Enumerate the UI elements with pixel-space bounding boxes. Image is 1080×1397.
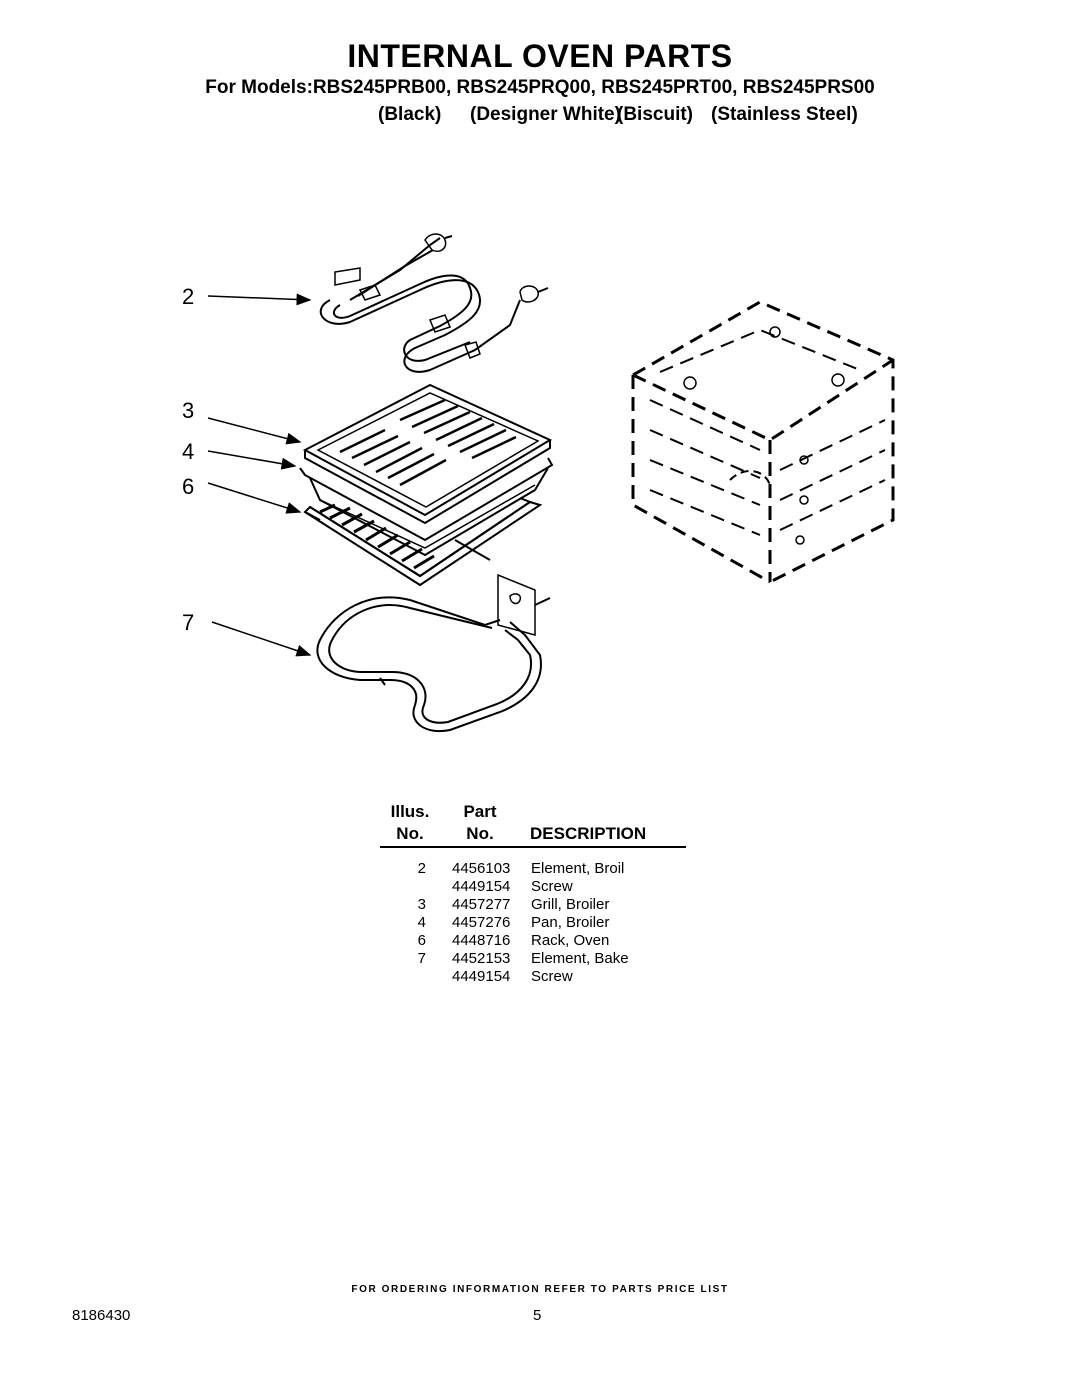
illus-number: 7 — [417, 950, 426, 967]
page-title: INTERNAL OVEN PARTS — [347, 38, 733, 74]
callout-6: 6 — [182, 474, 194, 499]
document-number: 8186430 — [72, 1307, 131, 1324]
illus-header-line1: Illus. — [390, 802, 430, 821]
table-row: 2 4456103 Element, Broil — [380, 860, 700, 878]
illus-number: 4 — [417, 914, 426, 931]
part-description: Screw — [531, 878, 573, 895]
exploded-parts-diagram: 2 3 4 6 7 — [182, 233, 895, 733]
table-row: 7 4452153 Element, Bake — [380, 950, 700, 968]
finish-biscuit: (Biscuit) — [617, 104, 693, 125]
table-row: 4449154 Screw — [380, 878, 700, 896]
part-description: Rack, Oven — [531, 932, 610, 949]
table-row: 4449154 Screw — [380, 968, 700, 986]
part-number: 4449154 — [452, 878, 511, 895]
oven-rack-drawing — [303, 497, 543, 587]
part-header-line1: Part — [463, 802, 497, 821]
illus-number: 3 — [417, 896, 426, 913]
callout-2: 2 — [182, 284, 194, 309]
parts-table: 2 4456103 Element, Broil 4449154 Screw 3… — [380, 860, 700, 986]
part-number: 4456103 — [452, 860, 511, 877]
finish-black: (Black) — [378, 104, 442, 125]
finish-designer-white: (Designer White) — [470, 104, 621, 125]
header-rule — [380, 846, 686, 848]
callout-leaders — [207, 293, 312, 657]
illus-number: 6 — [417, 932, 426, 949]
broil-element-drawing — [319, 233, 549, 373]
part-number: 4452153 — [452, 950, 511, 967]
broiler-grill-drawing — [302, 383, 553, 525]
part-number: 4449154 — [452, 968, 511, 985]
oven-cavity-drawing — [631, 300, 895, 584]
part-description: Pan, Broiler — [531, 914, 610, 931]
illus-header-line2: No. — [396, 824, 424, 843]
callout-3: 3 — [182, 398, 194, 423]
table-row: 4 4457276 Pan, Broiler — [380, 914, 700, 932]
oven-cavity-details — [683, 326, 845, 545]
model-list: For Models:RBS245PRB00, RBS245PRQ00, RBS… — [205, 77, 875, 98]
part-description: Grill, Broiler — [531, 896, 610, 913]
table-row: 6 4448716 Rack, Oven — [380, 932, 700, 950]
part-number: 4457276 — [452, 914, 511, 931]
part-description: Element, Broil — [531, 860, 625, 877]
ordering-note: FOR ORDERING INFORMATION REFER TO PARTS … — [351, 1284, 729, 1295]
part-number: 4457277 — [452, 896, 511, 913]
part-number: 4448716 — [452, 932, 511, 949]
part-description: Screw — [531, 968, 573, 985]
description-header: DESCRIPTION — [530, 824, 647, 843]
table-row: 3 4457277 Grill, Broiler — [380, 896, 700, 914]
page-number: 5 — [533, 1307, 542, 1324]
callout-7: 7 — [182, 610, 194, 635]
bake-element-drawing — [316, 573, 551, 733]
part-header-line2: No. — [466, 824, 494, 843]
broiler-pan-drawing — [299, 457, 554, 557]
illus-number: 2 — [417, 860, 426, 877]
callout-4: 4 — [182, 439, 194, 464]
part-description: Element, Bake — [531, 950, 629, 967]
finish-stainless-steel: (Stainless Steel) — [711, 104, 858, 125]
